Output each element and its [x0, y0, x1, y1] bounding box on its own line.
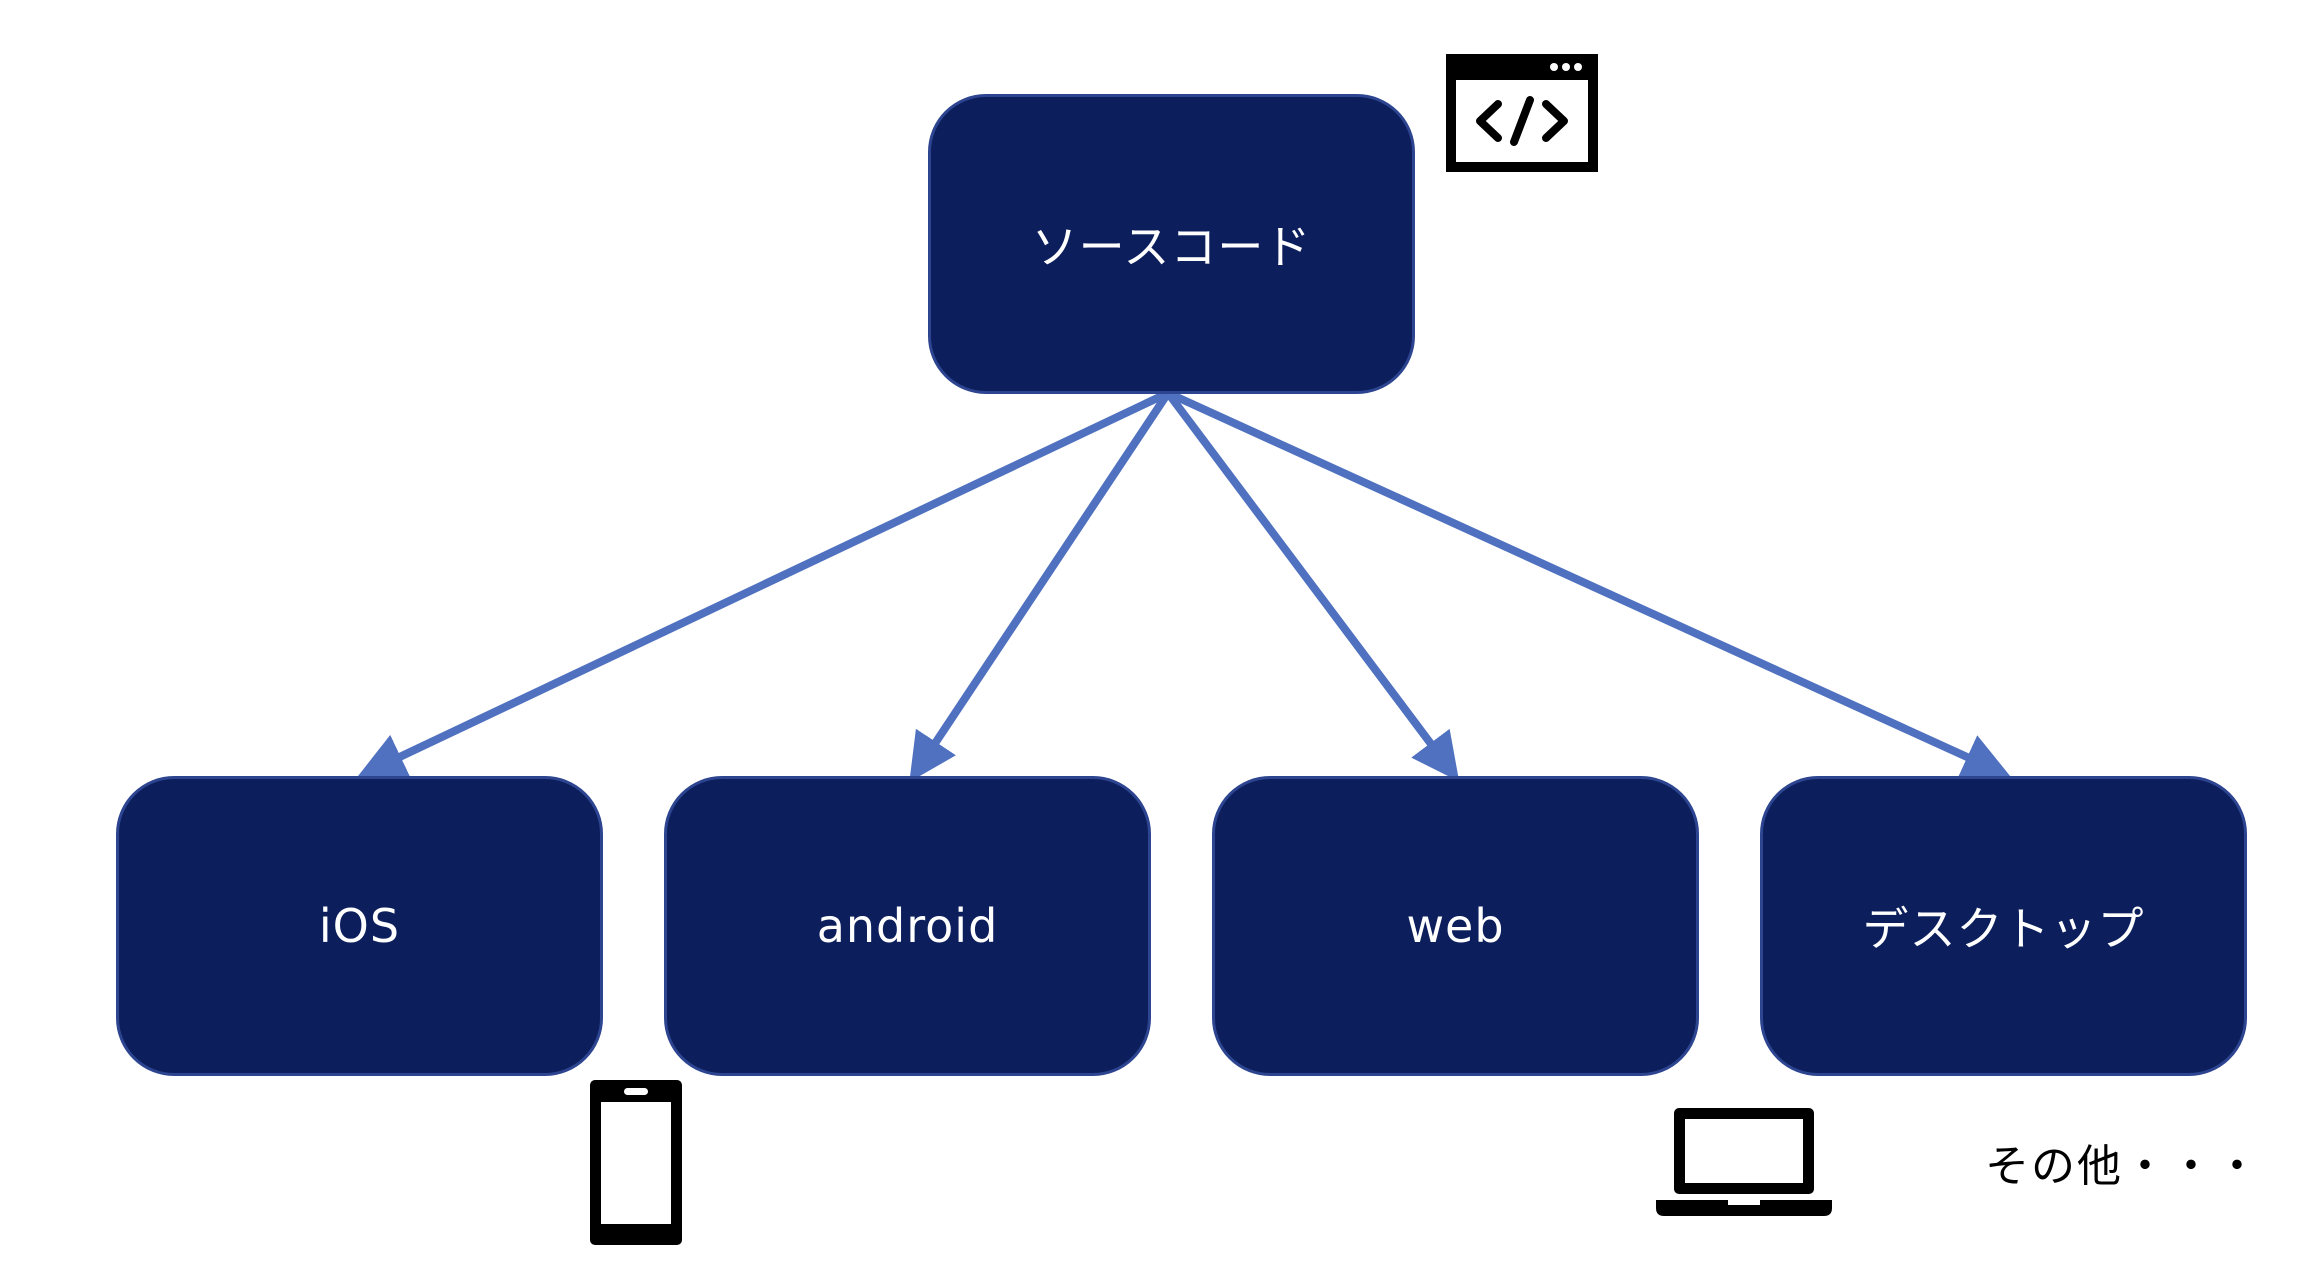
others-label: その他・・・ [1985, 1141, 2261, 1192]
android-node: android [664, 776, 1151, 1076]
laptop-icon [1656, 1108, 1832, 1216]
ios-node: iOS [116, 776, 603, 1076]
desktop-node: デスクトップ [1760, 776, 2247, 1076]
desktop-label: デスクトップ [1862, 902, 2145, 956]
arrow-source-to-ios [357, 389, 1170, 779]
android-label: android [816, 899, 999, 953]
code-window-icon [1446, 54, 1598, 172]
arrow-source-to-desktop [1166, 389, 2011, 779]
arrow-source-to-android [909, 390, 1172, 782]
arrow-source-to-web [1164, 390, 1460, 782]
ios-label: iOS [318, 899, 401, 953]
web-node: web [1212, 776, 1699, 1076]
web-label: web [1406, 899, 1505, 953]
smartphone-icon [590, 1080, 682, 1245]
source-code-label: ソースコード [1031, 220, 1312, 274]
source-code-node: ソースコード [928, 94, 1415, 394]
